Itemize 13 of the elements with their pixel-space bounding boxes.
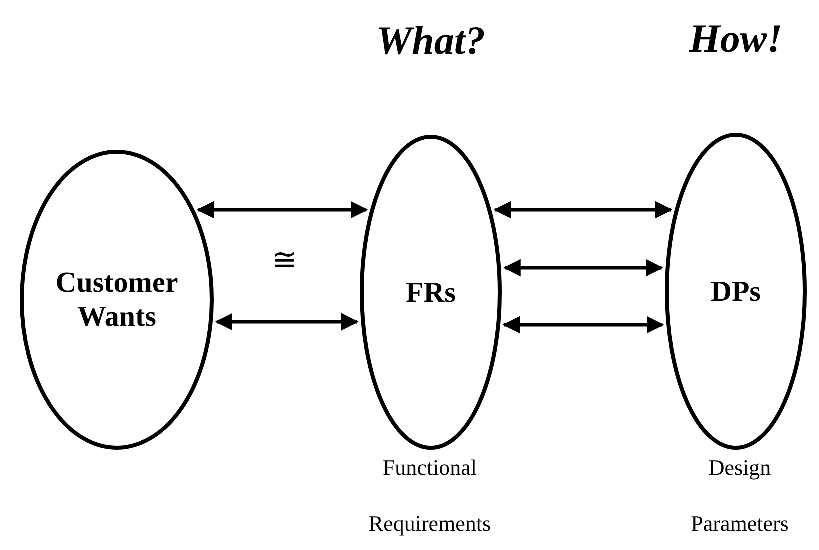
node-label: Functional Requirements	[368, 454, 492, 538]
double-arrow	[215, 313, 359, 331]
double-arrow	[494, 201, 673, 219]
symbol-label: ≅	[272, 243, 297, 278]
double-arrow	[196, 201, 368, 219]
double-arrow	[503, 259, 664, 277]
node-label: DPs	[710, 274, 762, 308]
node-label: Customer Wants	[54, 266, 180, 334]
heading: How!	[688, 15, 784, 62]
node-label: Design Parameters	[690, 454, 790, 538]
heading: What?	[376, 17, 486, 64]
node-label: FRs	[405, 276, 457, 310]
double-arrow	[502, 316, 664, 334]
